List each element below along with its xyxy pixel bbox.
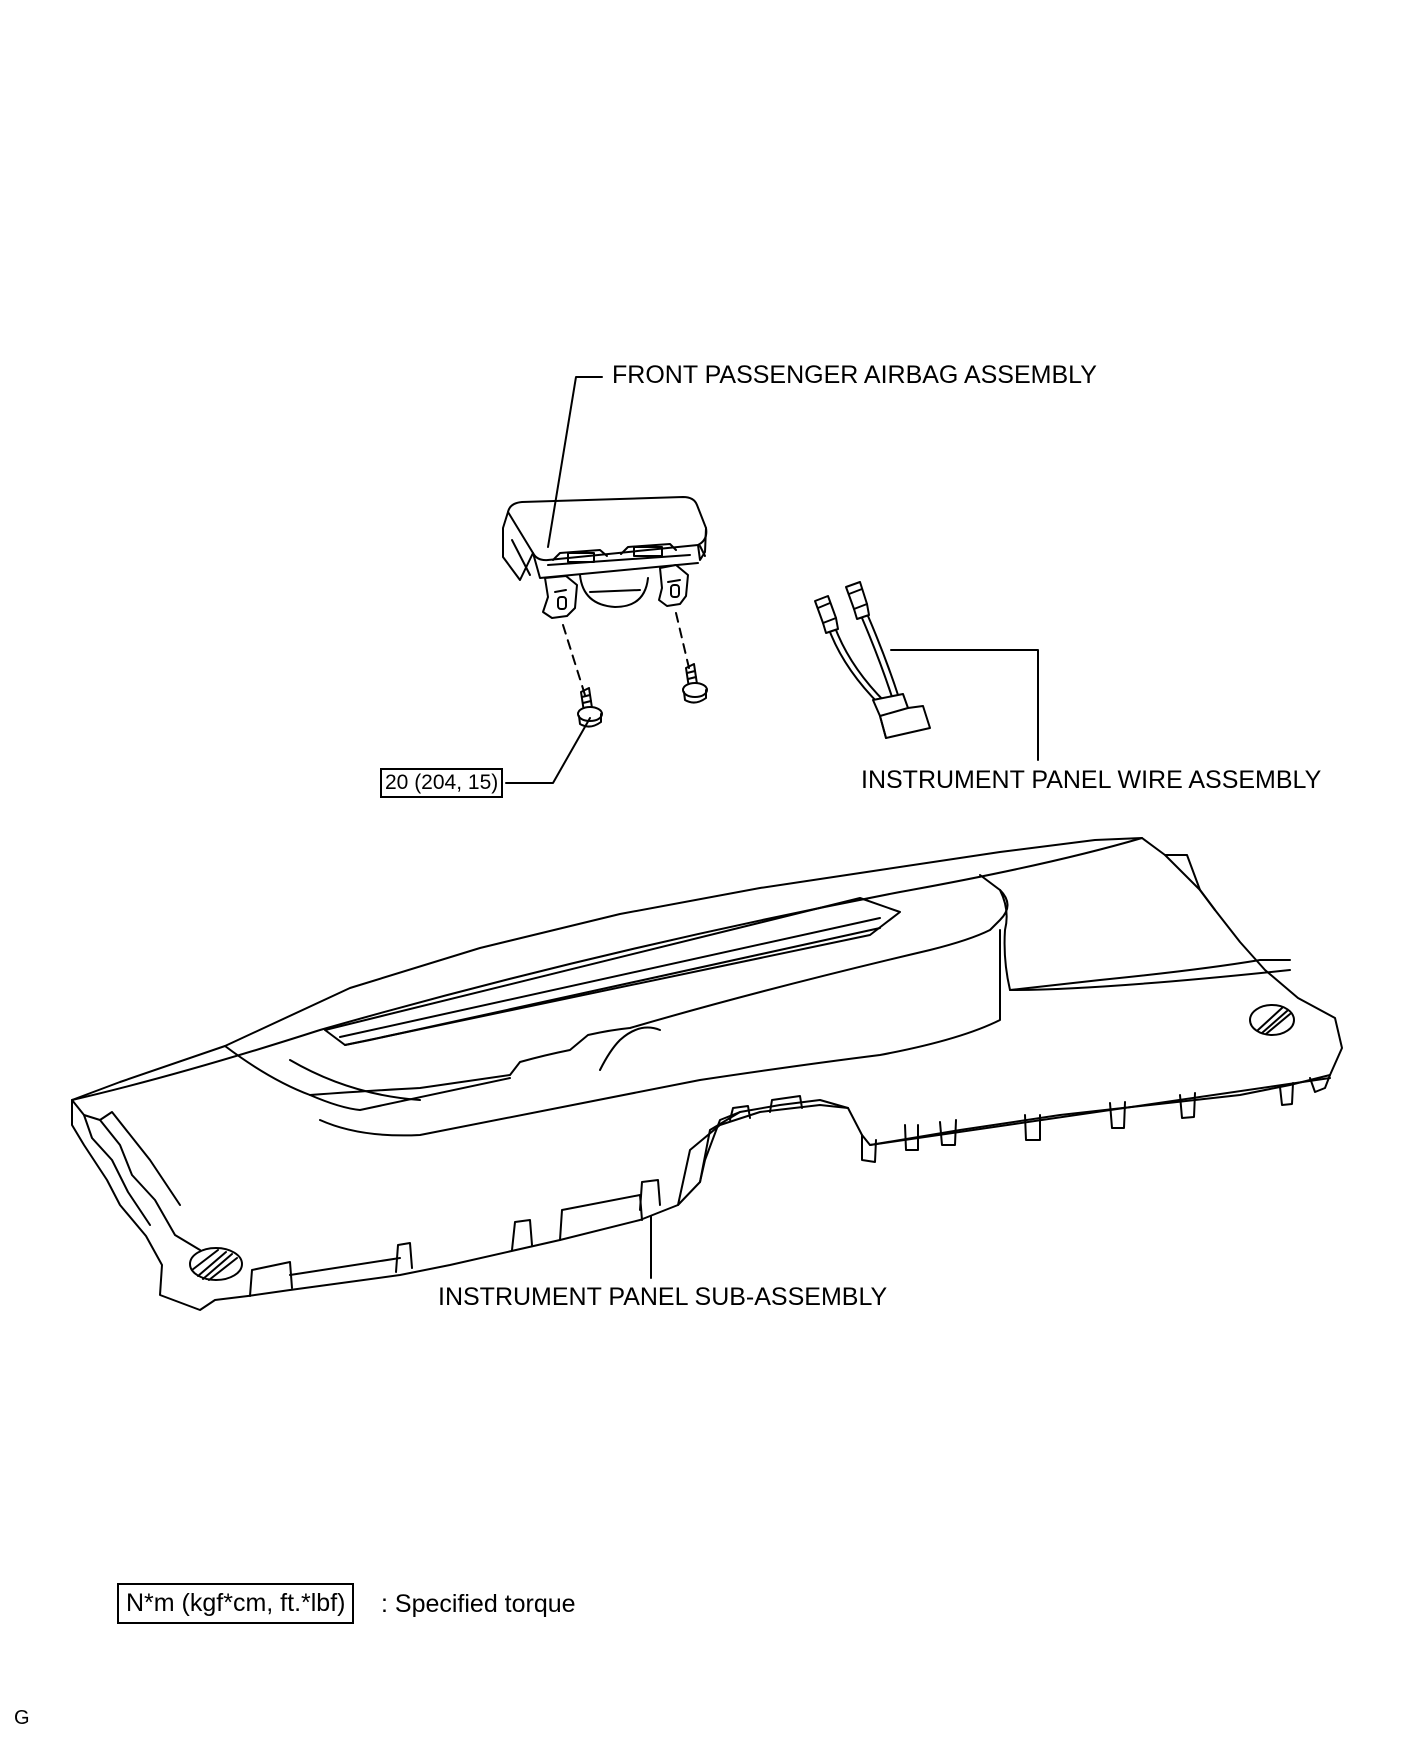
bolt-right xyxy=(683,664,707,703)
torque-leader xyxy=(506,718,590,783)
panel-sub-assembly-label: INSTRUMENT PANEL SUB-ASSEMBLY xyxy=(438,1283,888,1311)
torque-spec-box: 20 (204, 15) xyxy=(380,768,504,798)
wire-assembly-label: INSTRUMENT PANEL WIRE ASSEMBLY xyxy=(861,766,1322,794)
airbag-assembly-label: FRONT PASSENGER AIRBAG ASSEMBLY xyxy=(612,361,1097,389)
torque-legend-unit-box: N*m (kgf*cm, ft.*lbf) xyxy=(117,1583,355,1624)
instrument-panel-drawing xyxy=(72,838,1342,1310)
bolt-left xyxy=(578,688,602,727)
torque-legend-description: : Specified torque xyxy=(381,1590,576,1618)
install-line-right xyxy=(676,613,689,668)
airbag-assembly-drawing xyxy=(503,497,706,618)
airbag-leader xyxy=(548,377,602,547)
wire-leader xyxy=(891,650,1038,760)
wire-assembly-drawing xyxy=(815,582,930,738)
install-line-left xyxy=(563,625,585,695)
corner-mark: G xyxy=(14,1707,30,1729)
